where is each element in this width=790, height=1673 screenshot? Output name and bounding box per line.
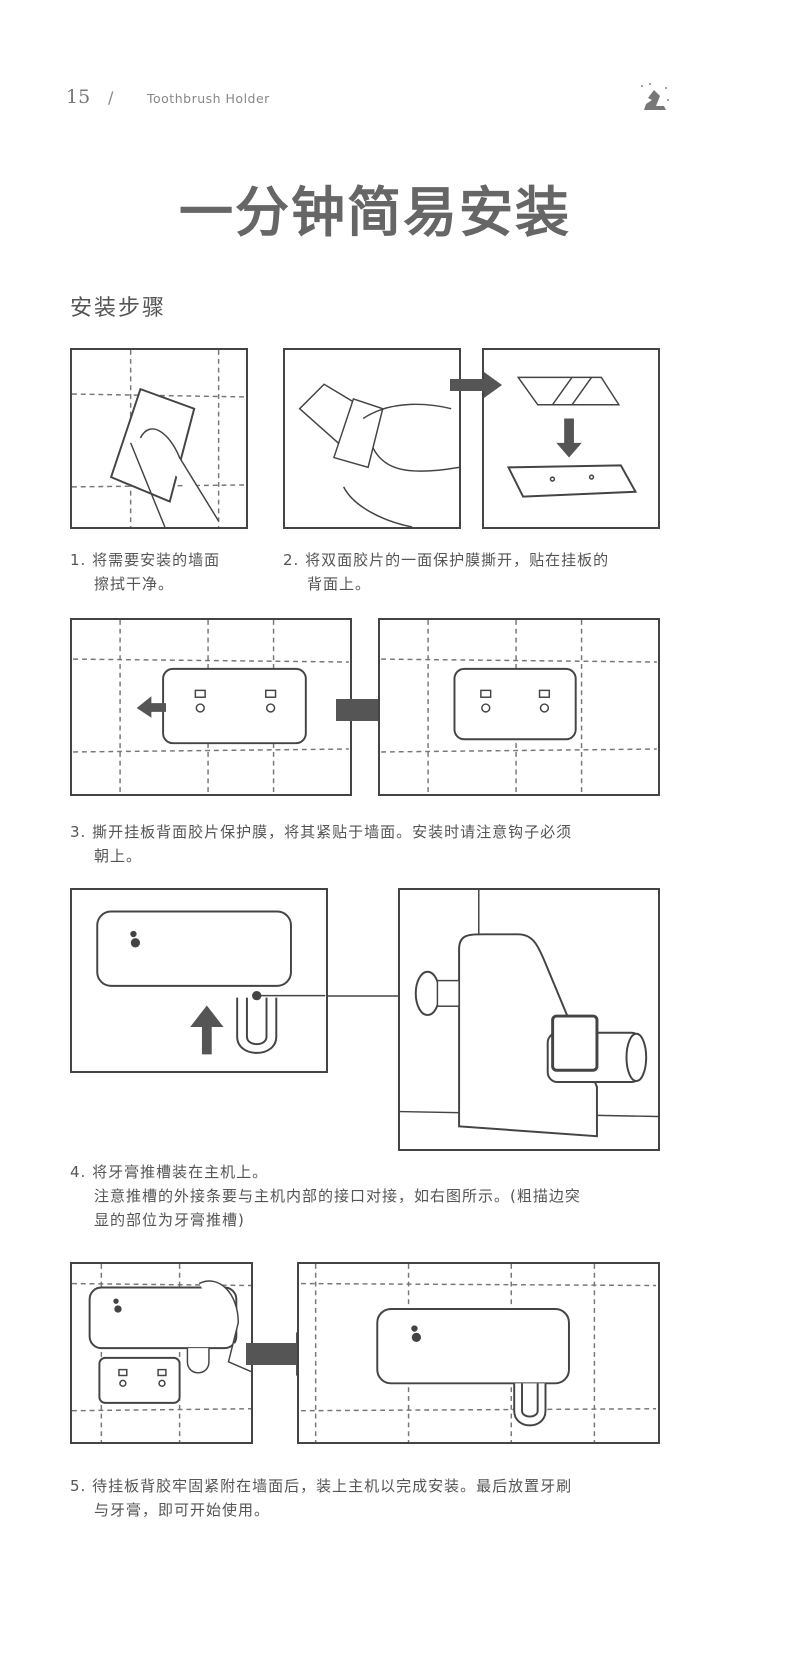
step5-illustration-b	[297, 1262, 660, 1444]
section-heading: 安装步骤	[70, 296, 167, 321]
step4-caption: 4. 将牙膏推槽装在主机上。注意推槽的外接条要与主机内部的接口对接，如右图所示。…	[70, 1163, 581, 1229]
step5-caption: 5. 待挂板背胶牢固紧附在墙面后，装上主机以完成安装。最后放置牙刷与牙膏，即可开…	[70, 1477, 573, 1519]
product-name: Toothbrush Holder	[147, 91, 270, 106]
step1-illustration	[70, 348, 248, 529]
connector-line	[326, 995, 400, 997]
separator: /	[108, 88, 114, 107]
step1-caption: 1. 将需要安装的墙面擦拭干净。	[70, 551, 221, 593]
step4-illustration-b	[398, 888, 660, 1151]
step5-illustration-a	[70, 1262, 253, 1444]
step3-caption: 3. 撕开挂板背面胶片保护膜，将其紧贴于墙面。安装时请注意钩子必须朝上。	[70, 823, 573, 865]
step2-illustration-a	[283, 348, 461, 529]
step3-illustration-b	[378, 618, 660, 796]
page-title: 一分钟简易安装	[179, 181, 571, 244]
step2-caption: 2. 将双面胶片的一面保护膜撕开，贴在挂板的背面上。	[283, 551, 610, 593]
brand-logo-icon	[641, 83, 669, 110]
arrow-right-icon	[450, 372, 502, 398]
step4-illustration-a	[70, 888, 328, 1073]
step2-illustration-b	[482, 348, 660, 529]
step3-illustration-a	[70, 618, 352, 796]
page-number: 15	[66, 86, 91, 108]
